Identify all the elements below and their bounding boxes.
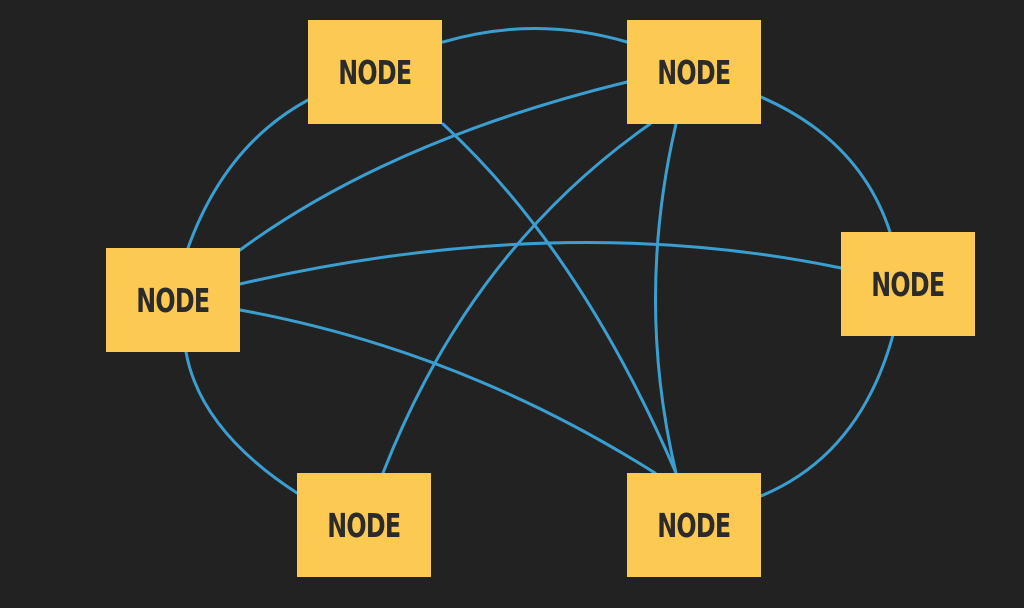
node-box: NODE <box>627 473 761 577</box>
edge-n3-n6 <box>238 308 657 475</box>
edge-n4-n6 <box>759 333 895 498</box>
node-box: NODE <box>841 232 975 336</box>
node-label: NODE <box>136 280 210 320</box>
edge-n2-n6 <box>654 122 678 475</box>
edge-n3-n4 <box>238 241 843 286</box>
edge-n1-n6 <box>441 122 678 475</box>
node-box: NODE <box>308 20 442 124</box>
edge-n3-n2 <box>238 80 629 252</box>
edge-n2-n4 <box>759 95 892 234</box>
node-label: NODE <box>327 505 401 545</box>
node-label: NODE <box>657 52 731 92</box>
node-box: NODE <box>627 20 761 124</box>
node-label: NODE <box>657 505 731 545</box>
edge-n2-n5 <box>381 122 652 475</box>
node-label: NODE <box>338 52 412 92</box>
edge-n5-n3 <box>184 350 299 495</box>
node-box: NODE <box>297 473 431 577</box>
edge-n3-n1 <box>186 98 310 250</box>
edge-n1-n2 <box>441 27 629 44</box>
node-label: NODE <box>871 264 945 304</box>
node-box: NODE <box>106 248 240 352</box>
